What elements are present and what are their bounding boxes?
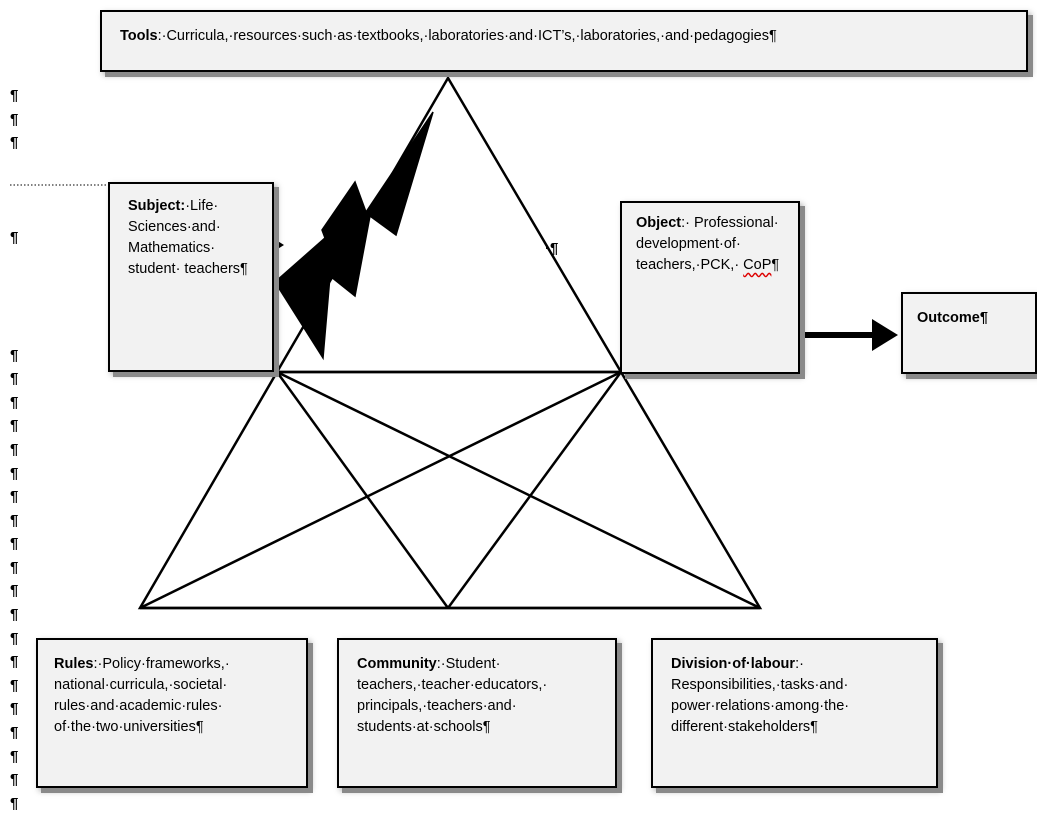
subject-community-line [275,371,450,609]
paragraph-mark [10,320,24,344]
paragraph-mark: ¶ [10,488,19,506]
community-box: Community:·Student· teachers,·teacher·ed… [337,638,617,788]
rules-text: :·Policy·frameworks,· national·curricula… [54,656,230,735]
paragraph-mark [10,273,24,297]
paragraph-mark [10,202,24,226]
division-label: Division·of·labour [671,656,796,672]
paragraph-mark: ¶ [10,393,19,411]
center-paragraph-mark: ·¶ [545,240,559,257]
paragraph-mark: ¶ [10,370,19,388]
paragraph-mark: ¶ [10,700,19,718]
object-label: Object [636,215,682,231]
division-text: :· Responsibilities,·tasks·and· power·re… [671,656,850,735]
paragraph-mark: ¶ [10,676,19,694]
object-misspelled-word: CoP [743,257,772,273]
paragraph-mark: ¶ [10,134,19,152]
tools-label: Tools [120,28,158,44]
margin-paragraph-marks: ¶ ¶ ¶ ¶ ¶ ¶ ¶ ¶ ¶ ¶ ¶ ¶ ¶ ¶ ¶ ¶ ¶ ¶ ¶ ¶ ¶ ¶ ¶ ¶ [10,84,24,815]
paragraph-mark: ¶ [10,653,19,671]
paragraph-mark: ¶ [10,464,19,482]
paragraph-mark: ¶ [10,794,19,812]
lightning-bolt-icon [274,111,434,361]
paragraph-mark: ¶ [10,228,19,246]
paragraph-mark [10,155,24,179]
community-label: Community [357,656,437,672]
object-rules-line [139,370,622,610]
lower-triangle [137,370,763,610]
outcome-label: Outcome¶ [917,310,988,326]
subject-label: Subject: [128,198,186,214]
paragraph-mark: ¶ [10,440,19,458]
paragraph-mark: ¶ [10,629,19,647]
paragraph-mark: ¶ [10,558,19,576]
community-text: :·Student· teachers,·teacher·educators,·… [357,656,548,735]
paragraph-mark: ¶ [10,346,19,364]
object-community-line [446,371,623,609]
paragraph-mark [10,249,24,273]
paragraph-mark: ¶ [10,110,19,128]
object-text-end: ¶ [771,257,780,273]
rules-label: Rules [54,656,94,672]
outcome-box: Outcome¶ [901,292,1037,374]
paragraph-mark: ¶ [10,724,19,742]
division-of-labour-box: Division·of·labour:· Responsibilities,·t… [651,638,938,788]
tools-text: :·Curricula,·resources·such·as·textbooks… [157,28,777,44]
subject-box: Subject:·Life· Sciences·and· Mathematics… [108,182,274,372]
subject-text: ·Life· Sciences·and· Mathematics· studen… [128,198,248,277]
tools-box: Tools:·Curricula,·resources·such·as·text… [100,10,1028,72]
paragraph-mark: ¶ [10,87,19,104]
paragraph-mark: ¶ [10,417,19,435]
object-outcome-arrowhead-icon [872,319,898,351]
rules-box: Rules:·Policy·frameworks,· national·curr… [36,638,308,788]
subject-arrowhead-icon [276,240,284,250]
paragraph-mark: ¶ [10,582,19,600]
subject-division-line [276,370,761,610]
paragraph-mark: ¶ [10,535,19,553]
paragraph-mark [10,178,24,202]
paragraph-mark: ¶ [10,747,19,765]
paragraph-mark [10,296,24,320]
object-box: Object:· Professional· development·of· t… [620,201,800,374]
object-text: :· Professional· development·of· teacher… [636,215,779,273]
paragraph-mark: ¶ [10,511,19,529]
paragraph-mark: ¶ [10,606,19,624]
paragraph-mark: ¶ [10,771,19,789]
